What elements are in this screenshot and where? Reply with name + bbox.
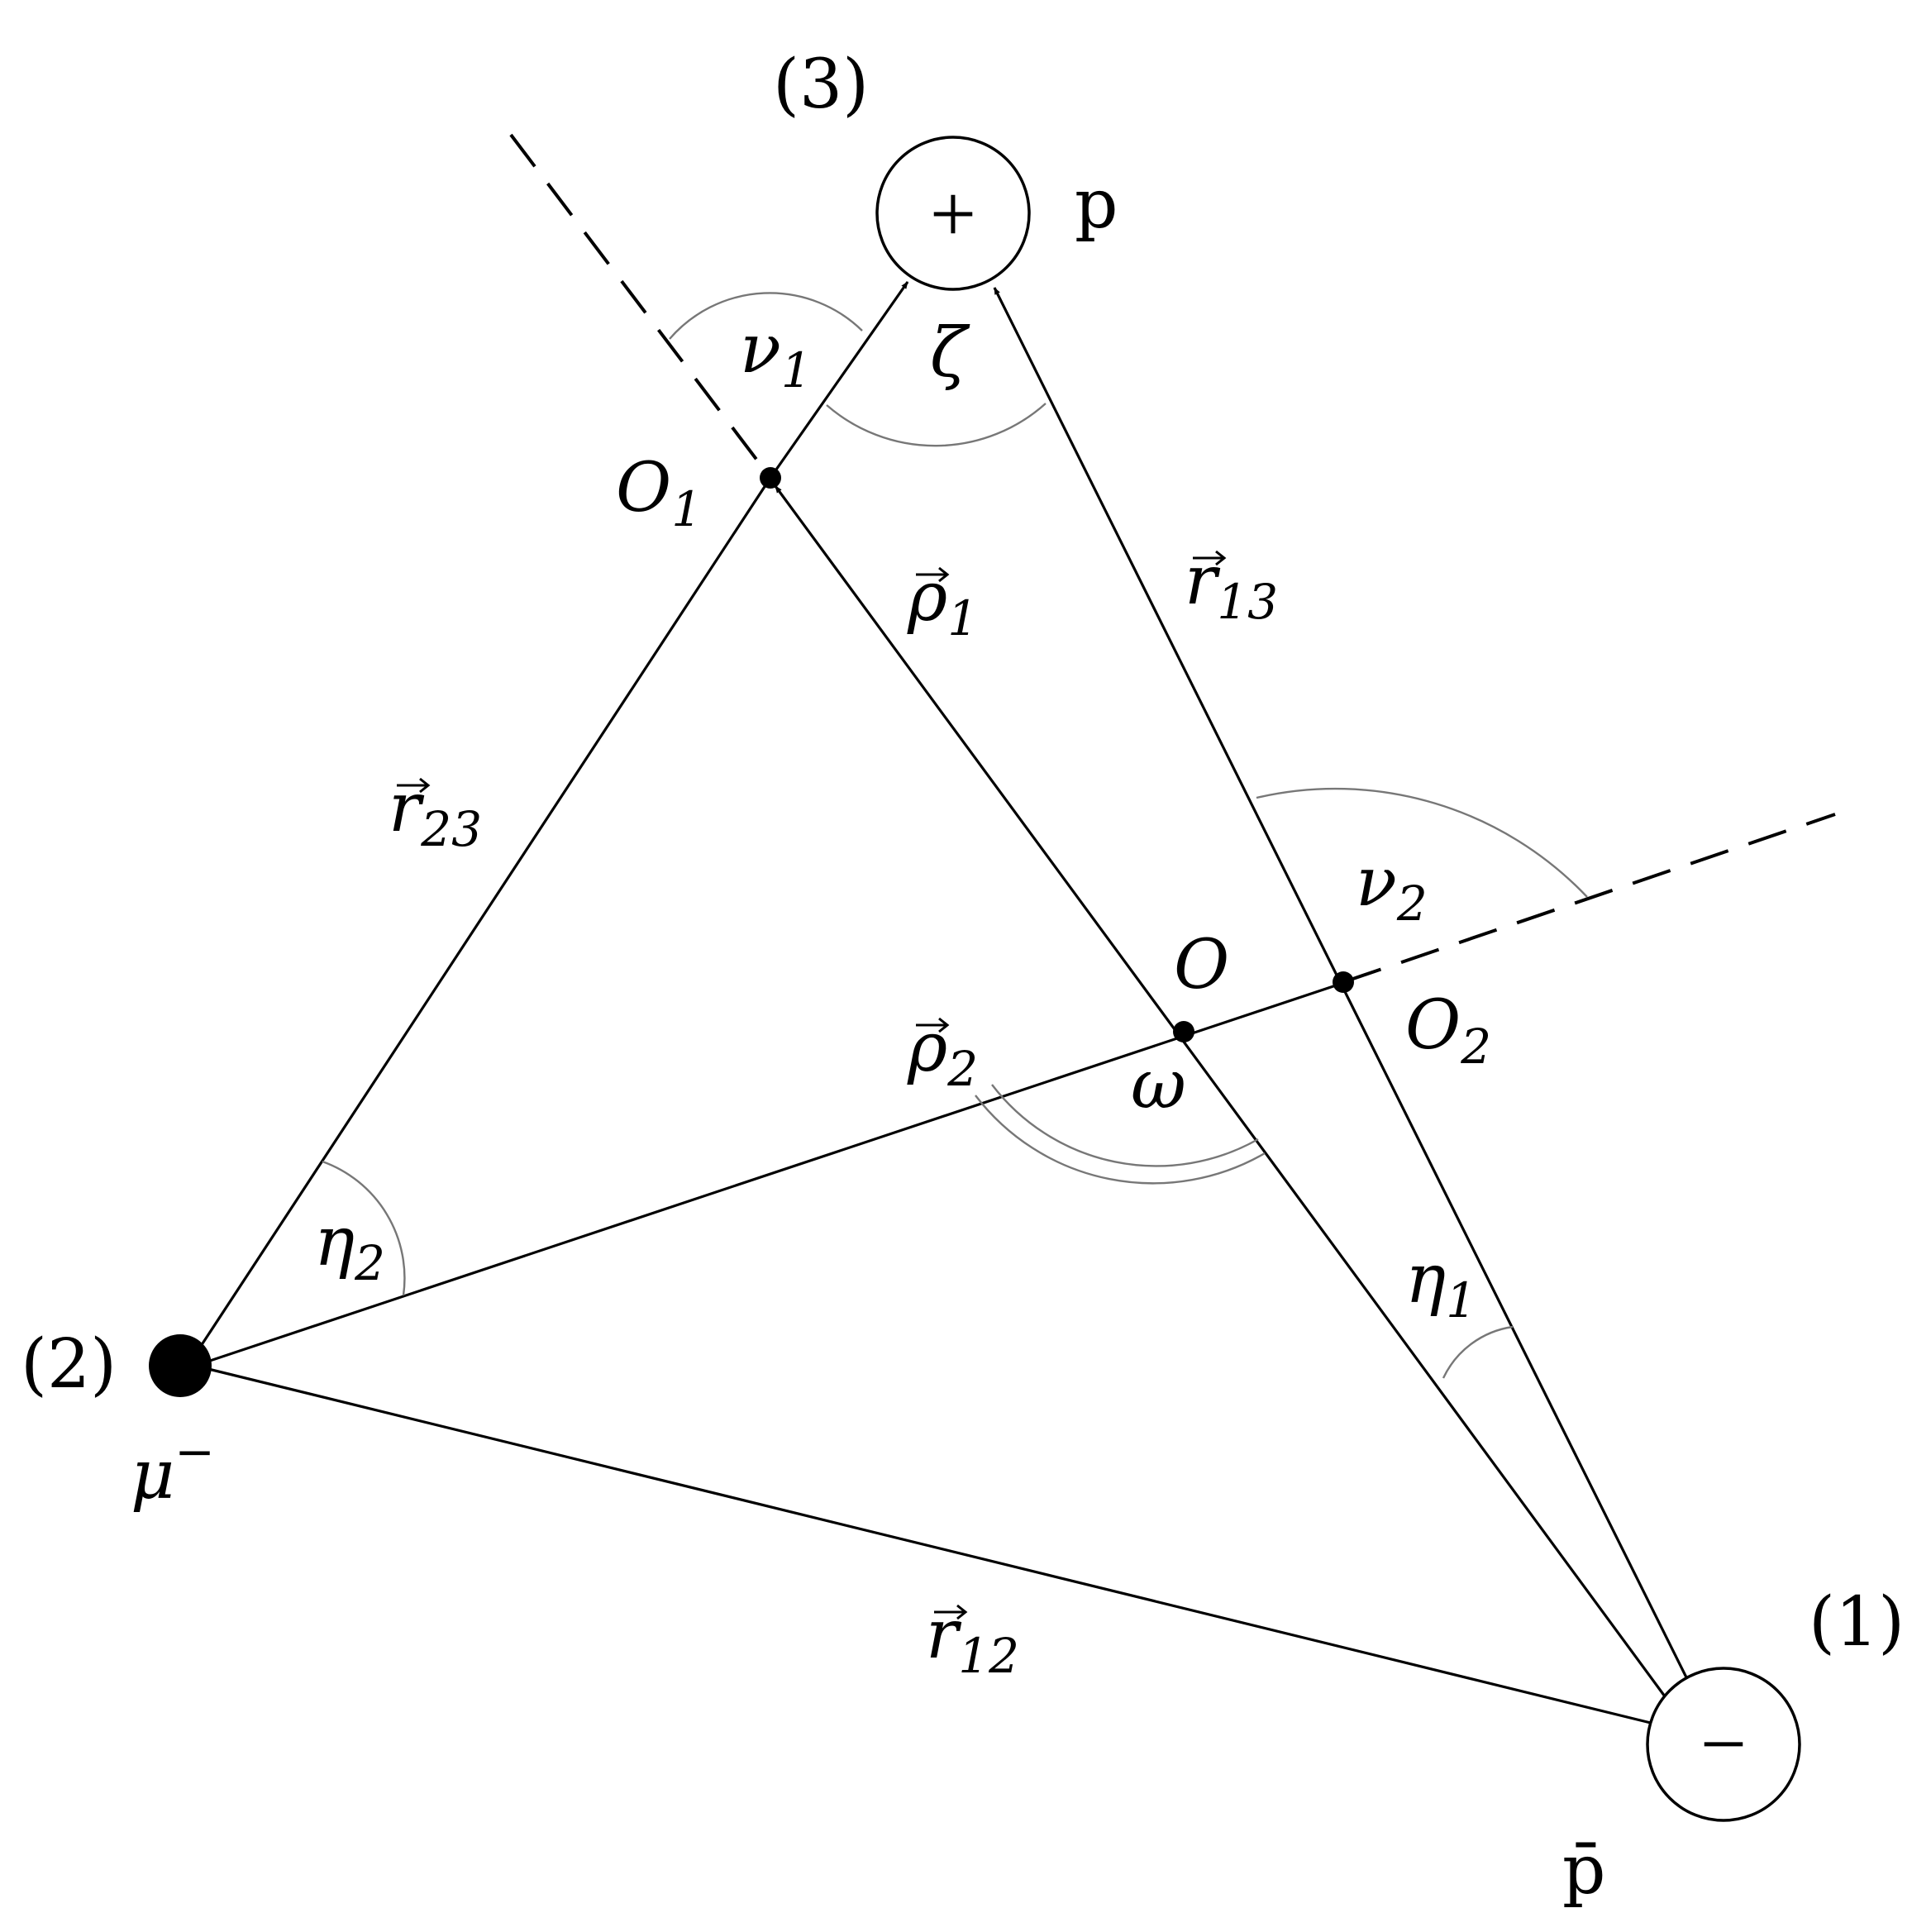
label-eta1: η1	[1405, 1240, 1476, 1329]
label-zeta: ζ	[930, 314, 970, 393]
vector-rho2	[194, 980, 1347, 1367]
label-rho2: ρ2	[907, 1009, 978, 1097]
particle-2-name: μ−	[131, 1424, 215, 1515]
svg-text:ρ1: ρ1	[907, 558, 978, 646]
particle-3-index: (3)	[773, 45, 869, 124]
arc-zeta	[826, 403, 1047, 447]
point-o2	[1333, 971, 1354, 993]
arc-eta2	[322, 1160, 406, 1296]
dashed-line-o2	[1342, 813, 1836, 984]
dashed-line-o1	[509, 133, 772, 479]
label-r12: r12	[926, 1596, 1019, 1684]
svg-text:r13: r13	[1185, 541, 1278, 630]
arc-omega-outer	[975, 1095, 1266, 1185]
point-o	[1173, 1021, 1194, 1042]
arc-nu1	[669, 292, 863, 340]
particle-1-index: (1)	[1809, 1583, 1905, 1662]
arc-eta1	[1442, 1325, 1514, 1379]
svg-text:r12: r12	[926, 1596, 1019, 1684]
svg-text:r23: r23	[389, 769, 482, 857]
label-rho1: ρ1	[907, 558, 978, 646]
label-omega: ω	[1131, 1046, 1186, 1124]
label-o1: O1	[616, 449, 702, 537]
label-nu1: ν1	[740, 310, 812, 398]
label-r23: r23	[389, 769, 482, 857]
arc-nu2	[1256, 787, 1588, 898]
vector-rho1	[774, 485, 1666, 1697]
particle-3-circle	[875, 136, 1031, 291]
particle-3-sign: +	[930, 168, 976, 260]
particle-1-name: p̄	[1562, 1831, 1606, 1910]
label-o2: O2	[1405, 986, 1491, 1075]
particle-2-index: (2)	[21, 1325, 117, 1404]
vector-r12	[194, 1364, 1658, 1726]
label-o: O	[1174, 926, 1229, 1004]
label-r13: r13	[1185, 541, 1278, 630]
point-o1	[760, 467, 781, 489]
particle-1-circle	[1646, 1667, 1801, 1822]
particle-1-sign: −	[1700, 1698, 1747, 1790]
label-nu2: ν2	[1356, 843, 1428, 932]
vector-r23-segment	[188, 477, 772, 1363]
vector-o1-to-3	[769, 281, 909, 479]
particle-3-name: p	[1075, 165, 1118, 244]
arc-omega-inner	[991, 1084, 1259, 1167]
svg-text:ρ2: ρ2	[907, 1009, 978, 1097]
particle-2-dot	[149, 1334, 212, 1397]
label-eta2: η2	[314, 1203, 385, 1291]
